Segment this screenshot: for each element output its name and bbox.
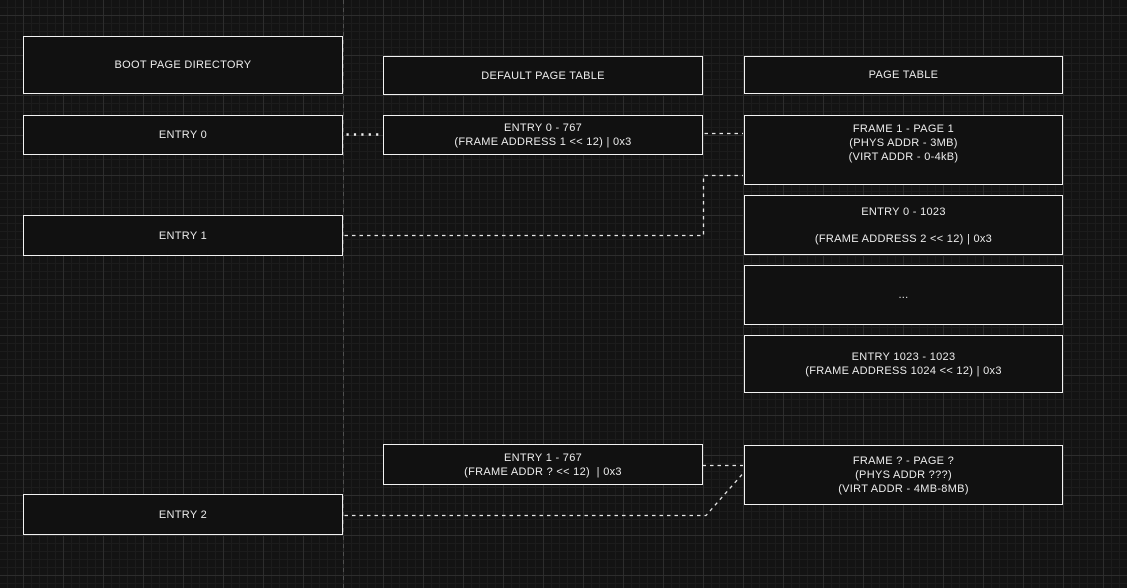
node-default-page-table-header[interactable]: DEFAULT PAGE TABLE (383, 56, 703, 95)
node-label-line: ENTRY 0 - 1023 (861, 205, 946, 218)
node-label-line: (FRAME ADDRESS 1024 << 12) | 0x3 (805, 365, 1002, 377)
node-label: ENTRY 2 (158, 508, 208, 521)
node-entry-1[interactable]: ENTRY 1 (23, 215, 343, 256)
node-label: BOOT PAGE DIRECTORY (114, 59, 252, 71)
node-label: PAGE TABLE (868, 69, 939, 81)
node-label-line: (VIRT ADDR - 4MB-8MB) (838, 483, 969, 495)
node-label-line: ENTRY 1023 - 1023 (851, 351, 956, 363)
node-label: ENTRY 0 (158, 129, 208, 141)
node-entry-0-1023[interactable]: ENTRY 0 - 1023 (FRAME ADDRESS 2 << 12) |… (744, 195, 1063, 255)
node-label-line: FRAME ? - PAGE ? (852, 455, 955, 467)
connector-entry1-to-frame1 (344, 174, 743, 237)
node-label-line: (FRAME ADDRESS 1 << 12) | 0x3 (454, 136, 632, 148)
node-label-line: (FRAME ADDRESS 2 << 12) | 0x3 (814, 232, 993, 245)
node-label: DEFAULT PAGE TABLE (481, 69, 605, 82)
node-label: ENTRY 1 (158, 229, 208, 242)
node-default-entry-1-767[interactable]: ENTRY 1 - 767 (FRAME ADDR ? << 12) | 0x3 (383, 444, 703, 485)
node-ellipsis[interactable]: ... (744, 265, 1063, 325)
node-label-line: ENTRY 0 - 767 (503, 122, 583, 134)
node-label: ... (898, 289, 909, 301)
node-entry-1023-1023[interactable]: ENTRY 1023 - 1023 (FRAME ADDRESS 1024 <<… (744, 335, 1063, 393)
node-label-line: FRAME 1 - PAGE 1 (852, 123, 955, 135)
node-boot-page-directory-header[interactable]: BOOT PAGE DIRECTORY (23, 36, 343, 94)
node-label-line: (PHYS ADDR ???) (855, 469, 952, 481)
node-label-line: (FRAME ADDR ? << 12) | 0x3 (464, 465, 622, 478)
node-label-line: ENTRY 1 - 767 (503, 451, 583, 464)
node-default-entry-0-767[interactable]: ENTRY 0 - 767 (FRAME ADDRESS 1 << 12) | … (383, 115, 703, 155)
node-entry-2[interactable]: ENTRY 2 (23, 494, 343, 535)
node-frame-1-page-1[interactable]: FRAME 1 - PAGE 1 (PHYS ADDR - 3MB) (VIRT… (744, 115, 1063, 185)
node-frame-q-page-q[interactable]: FRAME ? - PAGE ? (PHYS ADDR ???) (VIRT A… (744, 445, 1063, 505)
node-page-table-header[interactable]: PAGE TABLE (744, 56, 1063, 94)
node-entry-0[interactable]: ENTRY 0 (23, 115, 343, 155)
node-label-line: (PHYS ADDR - 3MB) (849, 137, 958, 149)
node-label-line: (VIRT ADDR - 0-4kB) (848, 151, 959, 163)
